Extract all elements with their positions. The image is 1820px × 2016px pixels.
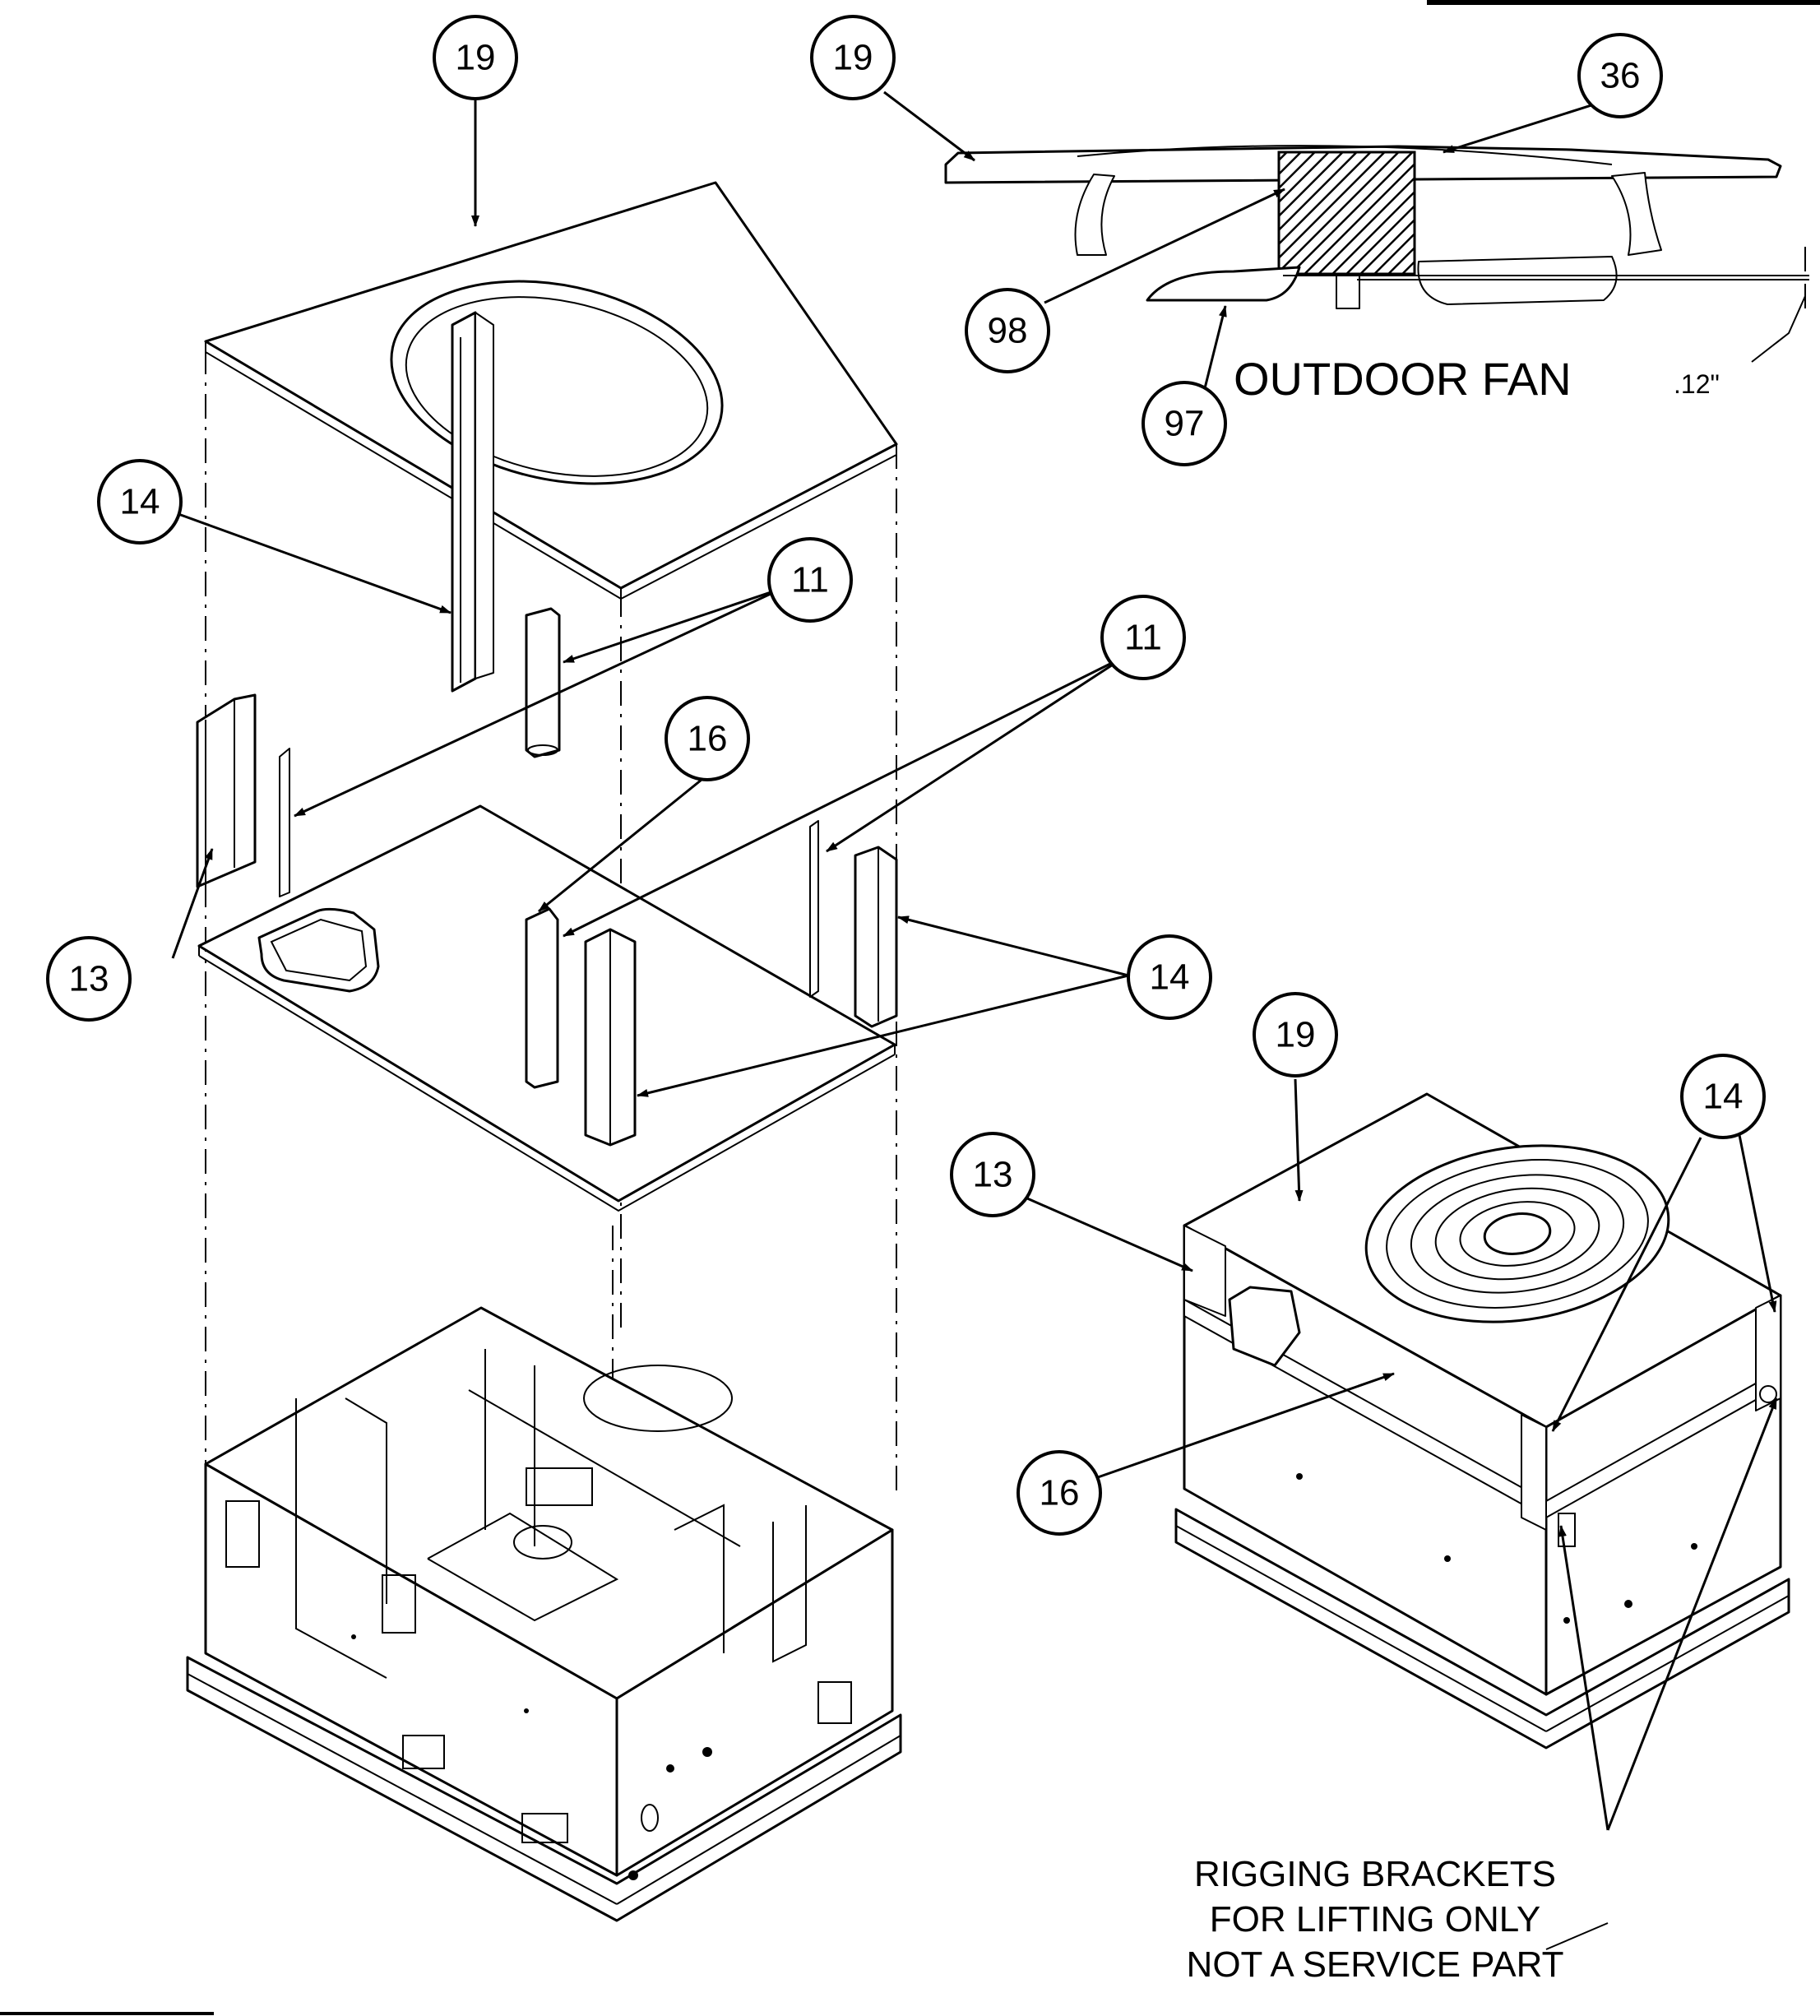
rigging-note-line3: NOT A SERVICE PART xyxy=(1187,1944,1564,1985)
callout-13: 13 xyxy=(46,936,132,1022)
corner-post-right-14 xyxy=(854,846,898,1028)
fan-detail-title: OUTDOOR FAN xyxy=(1234,353,1572,405)
svg-text:19: 19 xyxy=(833,38,873,78)
outdoor-fan-detail: OUTDOOR FAN .12" xyxy=(944,145,1809,405)
callout-11-right: 11 xyxy=(1100,595,1186,680)
callout-19: 19 xyxy=(433,15,518,100)
svg-text:14: 14 xyxy=(1703,1077,1744,1117)
callout-16: 16 xyxy=(665,696,750,781)
fan-motor xyxy=(1277,151,1416,276)
callout-14-top: 14 xyxy=(97,459,183,545)
brace-upper-11 xyxy=(525,607,561,758)
callout-19-fan: 19 xyxy=(810,15,896,100)
svg-text:36: 36 xyxy=(1600,56,1641,96)
callout-16-assembled: 16 xyxy=(1017,1450,1102,1536)
callout-98: 98 xyxy=(965,288,1050,373)
brace-middle-11 xyxy=(525,907,559,1089)
unit-chassis xyxy=(186,1306,902,1922)
top-cover-panel xyxy=(204,181,898,600)
svg-text:11: 11 xyxy=(791,560,829,600)
brace-right-11 xyxy=(809,820,819,998)
svg-text:19: 19 xyxy=(456,38,496,78)
callout-14-assembled: 14 xyxy=(1680,1054,1766,1139)
callout-11-top: 11 xyxy=(767,537,853,623)
svg-text:16: 16 xyxy=(1040,1473,1080,1513)
svg-text:97: 97 xyxy=(1165,404,1205,444)
callout-13-assembled: 13 xyxy=(950,1132,1035,1217)
svg-text:16: 16 xyxy=(688,719,728,759)
callout-19-assembled: 19 xyxy=(1253,992,1338,1078)
rigging-note-line1: RIGGING BRACKETS xyxy=(1194,1854,1556,1894)
svg-text:14: 14 xyxy=(1150,957,1190,998)
corner-post-upper-14 xyxy=(451,311,494,693)
callout-36: 36 xyxy=(1577,33,1663,118)
assembled-unit xyxy=(1174,1092,1790,1750)
svg-text:11: 11 xyxy=(1124,618,1162,658)
brace-left-11 xyxy=(279,748,290,897)
svg-text:14: 14 xyxy=(120,482,160,522)
rigging-note-line2: FOR LIFTING ONLY xyxy=(1210,1899,1541,1940)
leader-lines xyxy=(171,90,1778,1950)
svg-text:98: 98 xyxy=(988,311,1028,351)
callout-97: 97 xyxy=(1142,381,1227,466)
rigging-note: RIGGING BRACKETS FOR LIFTING ONLY NOT A … xyxy=(1187,1854,1564,1985)
svg-text:13: 13 xyxy=(973,1155,1013,1195)
svg-text:13: 13 xyxy=(69,959,109,999)
svg-text:19: 19 xyxy=(1276,1015,1316,1055)
fan-clearance-dimension: .12" xyxy=(1674,369,1720,399)
corner-post-middle-14 xyxy=(584,928,637,1147)
callout-14-mid: 14 xyxy=(1127,934,1212,1020)
corner-post-left-13 xyxy=(196,693,257,888)
